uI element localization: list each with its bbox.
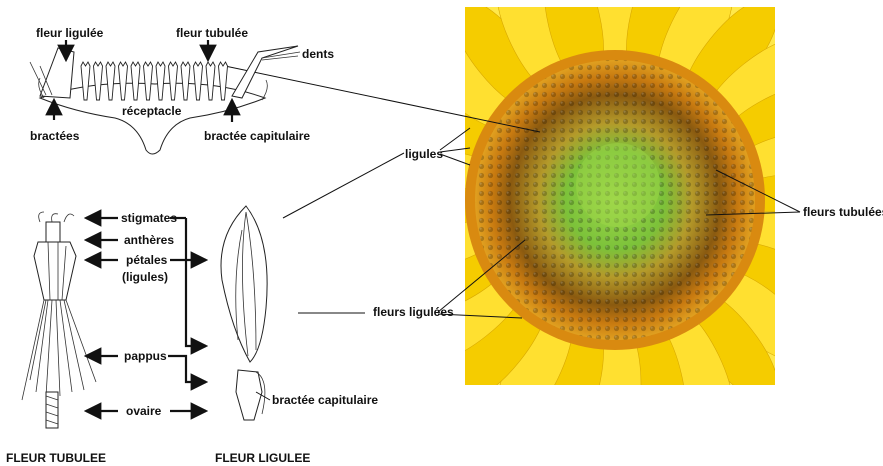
label-fleurs-tubulees: fleurs tubulées [803, 205, 883, 219]
label-bractee-capitulaire-head: bractée capitulaire [204, 129, 310, 143]
label-receptacle: réceptacle [122, 104, 182, 118]
tubular-floret-sketch [22, 212, 96, 428]
caption-fleur-tubulee: FLEUR TUBULEE [6, 451, 106, 465]
label-bractee-capitulaire-floret: bractée capitulaire [272, 393, 378, 407]
label-pappus: pappus [124, 349, 167, 363]
label-stigmates: stigmates [121, 211, 177, 225]
sunflower-photo [360, 0, 870, 455]
label-ovaire: ovaire [126, 404, 162, 418]
label-dents: dents [302, 47, 334, 61]
ligulate-floret-sketch [221, 206, 267, 420]
label-ligules-paren: (ligules) [122, 270, 168, 284]
label-petales: pétales [126, 253, 168, 267]
label-bractees: bractées [30, 129, 80, 143]
label-fleur-tubulee-head: fleur tubulée [176, 26, 248, 40]
label-antheres: anthères [124, 233, 174, 247]
label-ligules: ligules [405, 147, 443, 161]
label-fleurs-ligulees: fleurs ligulées [373, 305, 454, 319]
label-fleur-ligulee-head: fleur ligulée [36, 26, 104, 40]
caption-fleur-ligulee: FLEUR LIGULEE [215, 451, 310, 465]
